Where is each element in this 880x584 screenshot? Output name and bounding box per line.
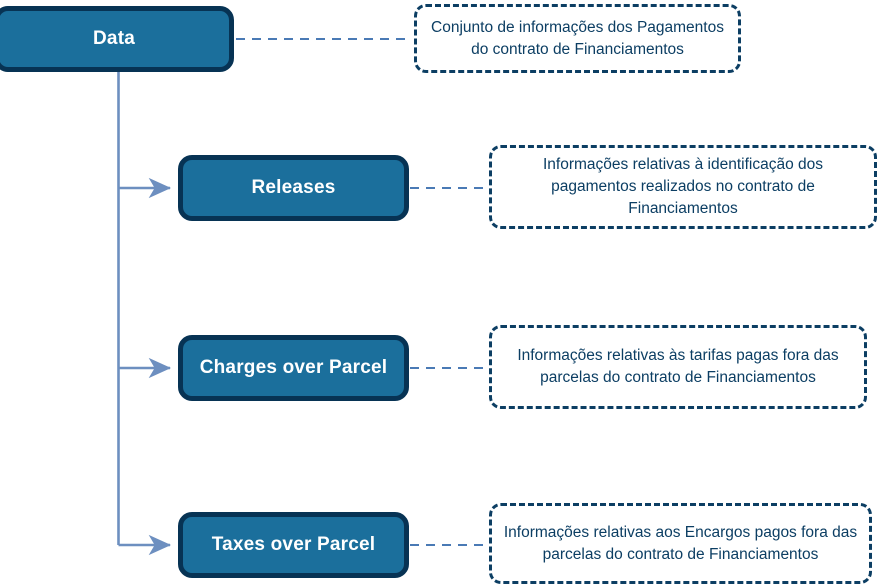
note-charges-over-parcel: Informações relativas às tarifas pagas f… <box>489 325 867 409</box>
node-data-label: Data <box>93 28 135 49</box>
note-data-text: Conjunto de informações dos Pagamentos d… <box>431 18 724 58</box>
note-releases: Informações relativas à identificação do… <box>489 145 877 229</box>
note-releases-text: Informações relativas à identificação do… <box>542 156 823 217</box>
node-data[interactable]: Data <box>0 6 234 72</box>
node-charges-over-parcel[interactable]: Charges over Parcel <box>178 335 409 401</box>
note-charges-over-parcel-text: Informações relativas às tarifas pagas f… <box>517 347 839 386</box>
node-releases-label: Releases <box>251 177 336 198</box>
node-charges-over-parcel-label: Charges over Parcel <box>199 357 388 378</box>
note-taxes-over-parcel: Informações relativas aos Encargos pagos… <box>489 503 872 584</box>
note-taxes-over-parcel-text: Informações relativas aos Encargos pagos… <box>503 523 858 563</box>
node-releases[interactable]: Releases <box>178 155 409 221</box>
node-taxes-over-parcel-label: Taxes over Parcel <box>211 534 376 555</box>
node-taxes-over-parcel[interactable]: Taxes over Parcel <box>178 512 409 578</box>
note-data: Conjunto de informações dos Pagamentos d… <box>414 4 741 73</box>
